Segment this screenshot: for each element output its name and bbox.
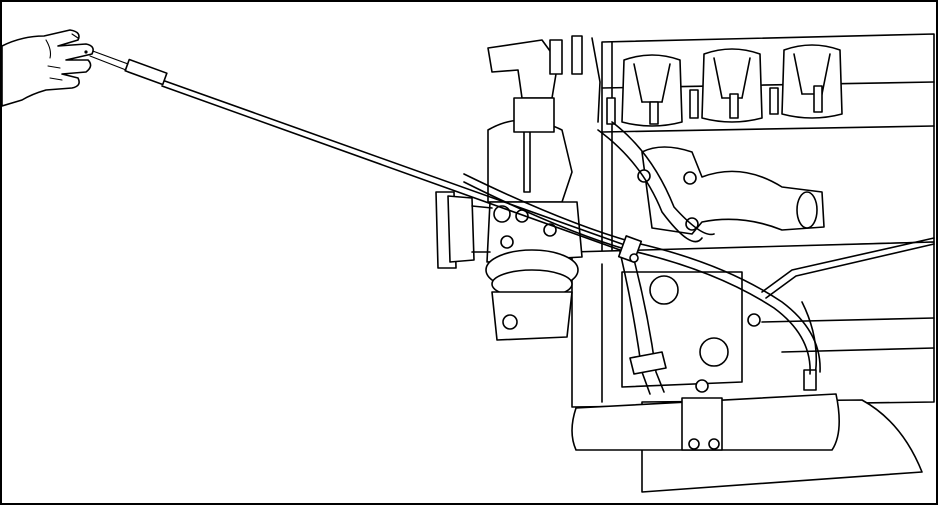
coolant-hose xyxy=(597,121,715,395)
turbocharger xyxy=(485,119,583,341)
fuel-line xyxy=(747,237,935,391)
exhaust-manifold xyxy=(637,146,825,235)
hand xyxy=(2,29,94,107)
pulley xyxy=(435,191,493,269)
dipstick-tube xyxy=(463,173,821,375)
dipstick xyxy=(89,49,623,251)
cover-studs xyxy=(606,85,823,125)
intake-elbow xyxy=(487,35,601,133)
oil-pan xyxy=(571,379,923,493)
injector-cup-3 xyxy=(781,44,843,119)
engine xyxy=(435,33,935,493)
